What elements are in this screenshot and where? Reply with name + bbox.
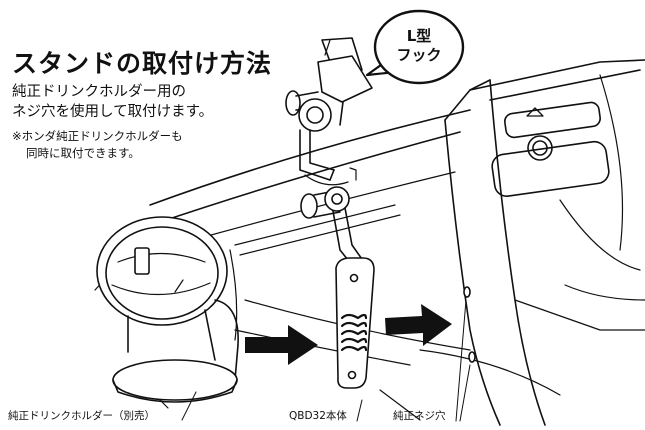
screw-hole-caption: 純正ネジ穴 xyxy=(393,410,446,422)
main-body-leader xyxy=(356,399,363,422)
callout-line-2: フック xyxy=(396,46,442,64)
note-line-2: 同時に取付できます。 xyxy=(26,146,140,160)
drink-holder-leader xyxy=(181,391,197,421)
description: 純正ドリンクホルダー用の ネジ穴を使用して取付けます。 xyxy=(12,82,213,122)
description-line-1: 純正ドリンクホルダー用の xyxy=(12,84,186,100)
dashboard-illustration xyxy=(94,59,645,426)
description-line-2: ネジ穴を使用して取付けます。 xyxy=(12,104,214,120)
callout-text: L型 フック xyxy=(377,27,461,65)
page-title: スタンドの取付け方法 xyxy=(12,49,273,78)
callout-line-1: L型 xyxy=(406,27,432,45)
drink-holder-illustration xyxy=(96,216,239,409)
screw-hole-leader-1 xyxy=(455,299,467,422)
note: ※ホンダ純正ドリンクホルダーも 同時に取付できます。 xyxy=(12,128,183,162)
arrow-right-left xyxy=(245,325,318,365)
arrow-right-center xyxy=(385,304,452,346)
stand-arm-illustration xyxy=(285,37,375,389)
main-body-caption: QBD32本体 xyxy=(289,410,347,422)
drink-holder-caption: 純正ドリンクホルダー（別売） xyxy=(8,410,155,422)
l-hook-callout xyxy=(365,9,465,85)
note-line-1: ※ホンダ純正ドリンクホルダーも xyxy=(12,129,183,143)
screw-hole-leader-2 xyxy=(459,364,471,422)
